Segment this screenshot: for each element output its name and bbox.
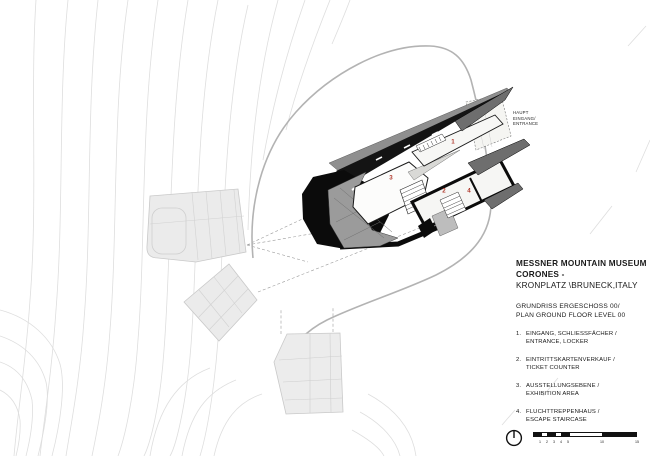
entrance-canopies	[454, 86, 531, 210]
legend-3-de: AUSSTELLUNGSEBENE /	[526, 383, 600, 389]
scale-label-5: 5	[567, 440, 569, 444]
adjacent-building-upper	[146, 188, 247, 263]
room-number-4: 4	[467, 187, 471, 195]
canopy-upper	[454, 86, 514, 132]
roof-spike	[336, 92, 505, 183]
legend-item-1: 1. EINGANG, SCHLIESSFÄCHER / ENTRANCE, L…	[516, 331, 617, 345]
north-arrow-icon	[505, 429, 523, 447]
adjacent-building-lower	[273, 332, 344, 415]
canopy-mid	[467, 138, 531, 176]
room-number-3: 3	[389, 174, 393, 182]
wing-stair	[439, 191, 467, 219]
scale-label-4: 4	[560, 440, 562, 444]
title-block: MESSNER MOUNTAIN MUSEUM CORONES - KRONPL…	[516, 258, 648, 434]
legend-item-3: 3. AUSSTELLUNGSEBENE / EXHIBITION AREA	[516, 383, 600, 397]
scale-bar	[533, 432, 637, 437]
main-entrance-label: HAUPT EINGANG/ ENTRANCE	[513, 110, 539, 127]
deck	[327, 171, 399, 249]
entry-ramp-hatch	[415, 133, 447, 153]
legend-item-2: 2. EINTRITTSKARTENVERKAUF / TICKET COUNT…	[516, 357, 615, 371]
plan-name-en: PLAN GROUND FLOOR LEVEL 00	[516, 312, 626, 319]
legend-3-en: EXHIBITION AREA	[526, 391, 579, 397]
canopy-lower	[483, 182, 524, 210]
scale-label-1: 1	[539, 440, 541, 444]
legend-1-de: EINGANG, SCHLIESSFÄCHER /	[526, 331, 617, 337]
wing-connector	[418, 218, 436, 238]
project-title-line1: MESSNER MOUNTAIN MUSEUM	[516, 259, 647, 268]
legend-2-de: EINTRITTSKARTENVERKAUF /	[526, 357, 615, 363]
legend-4-en: ESCAPE STAIRCASE	[526, 417, 587, 423]
adjacent-building-mid	[183, 263, 258, 342]
project-title-line2: CORONES -	[516, 270, 565, 279]
museum-building-plan	[302, 86, 531, 250]
legend-item-4: 4. FLUCHTTREPPENHAUS / ESCAPE STAIRCASE	[516, 409, 600, 423]
legend-4-de: FLUCHTTREPPENHAUS /	[526, 409, 600, 415]
project-location: KRONPLATZ \BRUNECK,ITALY	[516, 281, 638, 290]
plan-name-de: GRUNDRISS ERGESCHOSS 00/	[516, 303, 620, 310]
legend: 1. EINGANG, SCHLIESSFÄCHER / ENTRANCE, L…	[516, 330, 648, 424]
scale-label-15: 15	[635, 440, 639, 444]
legend-2-en: TICKET COUNTER	[526, 365, 580, 371]
legend-1-en: ENTRANCE, LOCKER	[526, 339, 589, 345]
room-number-2: 2	[442, 187, 446, 195]
scale-label-3: 3	[553, 440, 555, 444]
room-number-1: 1	[451, 138, 455, 146]
scale-label-10: 10	[600, 440, 604, 444]
scale-label-2: 2	[546, 440, 548, 444]
